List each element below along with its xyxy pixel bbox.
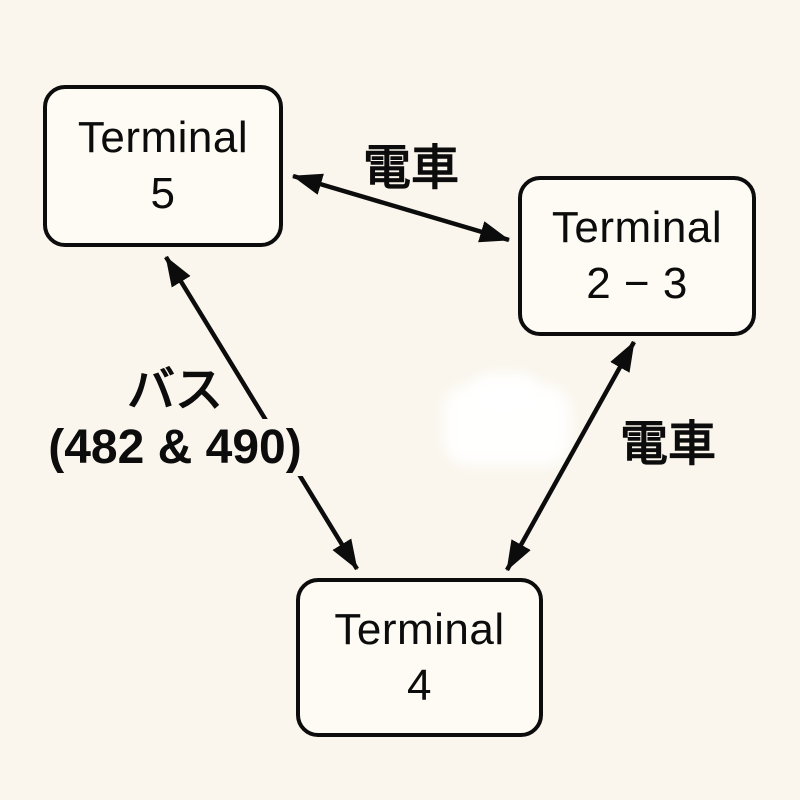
node-terminal-4: Terminal 4 bbox=[296, 578, 543, 737]
node-terminal-4-line1: Terminal bbox=[334, 604, 505, 654]
node-terminal-5-line2: 5 bbox=[150, 169, 176, 218]
node-terminal-5-line1: Terminal bbox=[77, 113, 249, 162]
edge-label-train-t23-t4: 電車 bbox=[620, 418, 717, 471]
edge-label-bus-t5-t4: バス (482 & 490) bbox=[22, 362, 328, 476]
arrow-terminal23-terminal4 bbox=[505, 340, 636, 572]
node-terminal-5: Terminal 5 bbox=[43, 85, 283, 247]
node-terminal-2-3-line1: Terminal bbox=[551, 203, 723, 252]
node-terminal-4-line2: 4 bbox=[407, 660, 432, 710]
edge-label-train-t5-t23: 電車 bbox=[363, 142, 460, 195]
arrow-terminal5-terminal23 bbox=[292, 173, 510, 243]
arrow-terminal5-terminal4 bbox=[164, 255, 359, 571]
node-terminal-2-3: Terminal 2 − 3 bbox=[518, 176, 756, 336]
edge-label-bus-line2: (482 & 490) bbox=[45, 419, 305, 476]
node-terminal-2-3-line2: 2 − 3 bbox=[586, 259, 688, 308]
edge-label-bus-line1: バス bbox=[123, 362, 226, 419]
